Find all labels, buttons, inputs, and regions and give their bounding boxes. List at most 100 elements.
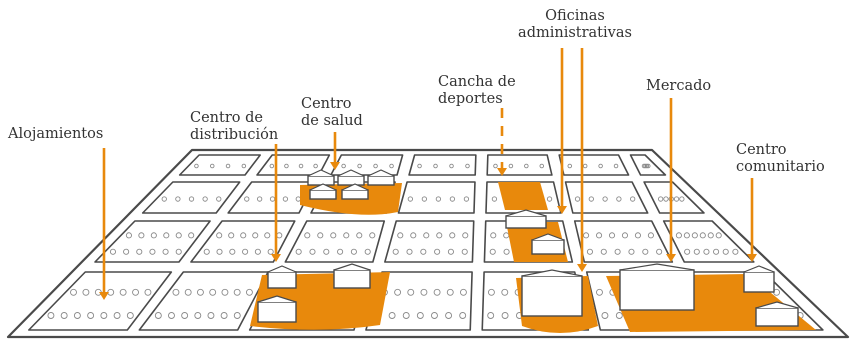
- shelter-icon: [643, 163, 648, 169]
- label-cancha-deportes: Cancha de deportes: [438, 74, 516, 107]
- shelter-icon: [317, 232, 324, 239]
- shelter-icon: [583, 232, 590, 239]
- shelter-icon: [244, 196, 250, 202]
- community-center-building: [743, 265, 775, 293]
- shelter-icon: [503, 248, 510, 255]
- arrow-cancha-deportes: [497, 108, 507, 176]
- label-oficinas-administrativas: Oficinas administrativas: [518, 8, 632, 41]
- label-centro-comunitario: Centro comunitario: [736, 142, 825, 175]
- shelter-icon: [446, 288, 454, 296]
- arrow-alojamientos: [99, 148, 109, 300]
- shelter-icon: [628, 248, 635, 255]
- shelter-icon: [699, 232, 706, 239]
- shelter-icon: [656, 248, 663, 255]
- shelter-icon: [410, 232, 417, 239]
- shelter-icon: [73, 312, 81, 319]
- shelter-icon: [722, 248, 729, 255]
- shelter-icon: [209, 288, 217, 296]
- shelter-icon: [184, 288, 192, 296]
- shelter-icon: [221, 288, 229, 296]
- shelter-icon: [196, 288, 204, 296]
- shelter-icon: [282, 196, 289, 202]
- shelter-icon: [713, 248, 720, 255]
- shelter-icon: [144, 288, 152, 296]
- shelter-icon: [459, 288, 467, 296]
- shelter-icon: [207, 312, 215, 319]
- shelter-icon: [449, 163, 454, 169]
- shelter-icon: [47, 312, 55, 319]
- shelter-icon: [434, 248, 441, 255]
- label-mercado: Mercado: [646, 78, 712, 94]
- shelter-icon: [163, 232, 170, 239]
- shelter-icon: [574, 196, 581, 202]
- shelter-icon: [614, 248, 621, 255]
- distribution-warehouse: [333, 263, 371, 289]
- shelter-icon: [487, 288, 495, 296]
- shelter-icon: [491, 196, 498, 202]
- shelter-icon: [501, 288, 509, 296]
- arrow-centro-distribucion: [271, 144, 281, 262]
- shelter-icon: [241, 163, 247, 169]
- shelter-icon: [493, 163, 498, 169]
- shelter-icon: [298, 163, 304, 169]
- health-center-building: [309, 183, 337, 200]
- shelter-icon: [679, 196, 685, 202]
- shelter-icon: [175, 232, 182, 239]
- shelter-icon: [245, 288, 253, 296]
- shelter-icon: [109, 248, 117, 255]
- shelter-icon: [100, 312, 108, 319]
- camp-block: [558, 154, 630, 176]
- shelter-icon: [402, 312, 410, 319]
- shelter-icon: [194, 312, 202, 319]
- shelter-icon: [407, 196, 414, 202]
- shelter-icon: [433, 288, 441, 296]
- shelter-icon: [449, 196, 456, 202]
- label-centro-salud: Centro de salud: [301, 96, 363, 129]
- shelter-icon: [267, 248, 274, 255]
- shelter-icon: [600, 248, 607, 255]
- shelter-icon: [634, 232, 641, 239]
- shelter-icon: [240, 232, 247, 239]
- shelter-icon: [673, 196, 680, 202]
- shelter-icon: [175, 248, 182, 255]
- label-alojamientos: Alojamientos: [8, 126, 104, 142]
- camp-block: [643, 181, 705, 214]
- shelter-icon: [732, 248, 739, 255]
- shelter-icon: [613, 163, 619, 169]
- shelter-icon: [216, 196, 222, 202]
- shelter-icon: [608, 232, 616, 239]
- shelter-icon: [202, 196, 208, 202]
- shelter-icon: [87, 312, 95, 319]
- shelter-icon: [683, 232, 690, 239]
- arrow-centro-comunitario: [747, 178, 757, 262]
- shelter-icon: [621, 232, 629, 239]
- shelter-icon: [539, 163, 545, 169]
- shelter-icon: [225, 163, 231, 169]
- shelter-icon: [256, 196, 263, 202]
- shelter-icon: [394, 288, 402, 296]
- shelter-icon: [691, 232, 698, 239]
- shelter-icon: [615, 312, 623, 319]
- shelter-icon: [423, 232, 430, 239]
- shelter-icon: [309, 248, 316, 255]
- admin-office-building: [531, 233, 565, 255]
- shelter-icon: [663, 196, 669, 202]
- shelter-icon: [436, 232, 443, 239]
- shelter-icon: [373, 163, 378, 169]
- shelter-icon: [596, 288, 603, 296]
- shelter-icon: [508, 163, 514, 169]
- market-hall: [619, 263, 695, 311]
- shelter-icon: [463, 196, 470, 202]
- shelter-icon: [420, 288, 428, 296]
- shelter-icon: [449, 232, 456, 239]
- pointer-arrows: [99, 48, 757, 300]
- shelter-icon: [601, 312, 609, 319]
- shelter-icon: [242, 248, 249, 255]
- community-center-building: [755, 301, 799, 327]
- shelter-icon: [433, 163, 438, 169]
- shelter-icon: [175, 196, 181, 202]
- shelter-icon: [233, 312, 241, 319]
- shelter-icon: [459, 312, 467, 319]
- shelter-icon: [461, 248, 468, 255]
